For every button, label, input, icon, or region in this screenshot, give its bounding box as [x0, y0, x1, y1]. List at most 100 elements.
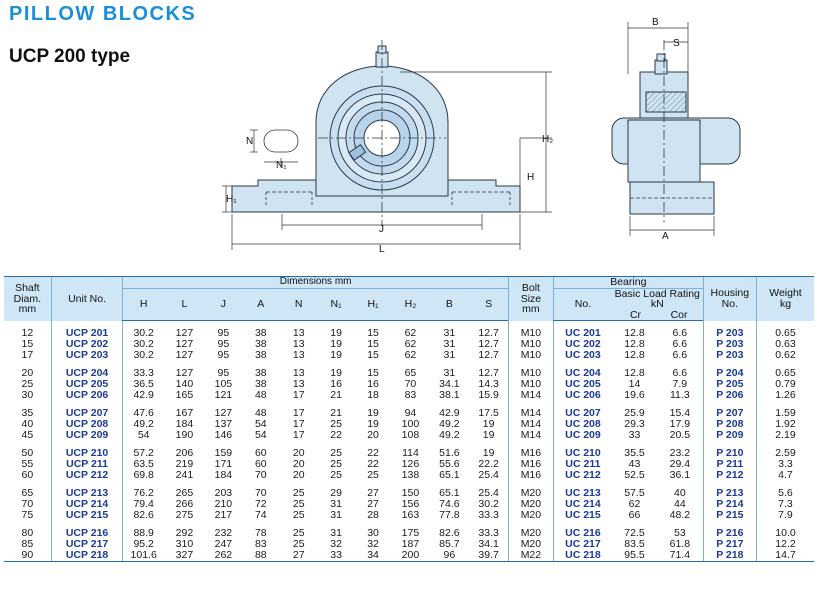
cell-n1: 16 [330, 378, 342, 391]
cell-weight: 0.62 [755, 350, 814, 361]
cell-a: 38 [254, 327, 267, 340]
cell-housing-no: P 211 [702, 459, 757, 470]
cell-l: 206 [175, 447, 194, 460]
cell-unit-no: UCP 215 [50, 510, 123, 521]
cell-unit-no: UCP 218 [50, 550, 123, 562]
cell-weight: 1.59 [755, 408, 814, 419]
group-spacer [4, 521, 814, 528]
cell-bearing-no: UC 207 [552, 408, 612, 419]
cell-shaft-diam: 50 [21, 447, 34, 460]
cell-n1: 25 [330, 418, 342, 431]
cell-cor: 17.9 [669, 418, 691, 431]
cell-s: 15.9 [478, 389, 499, 402]
cell-n: 20 [292, 447, 305, 460]
cell-cor: 11.3 [670, 389, 690, 402]
cell-h2: 62 [404, 327, 417, 340]
cell-b: 51.6 [439, 447, 460, 460]
cell-l: 165 [175, 389, 194, 402]
cell-housing-no: P 210 [702, 448, 757, 459]
cell-h: 88.9 [122, 528, 164, 539]
cell-h: 95.2 [122, 539, 164, 550]
cell-j: 127 [214, 407, 233, 420]
cell-j: 171 [214, 458, 233, 471]
front-view-details [263, 40, 511, 225]
header-dim-n1: N₁ [317, 288, 355, 321]
cell-h: 36.5 [122, 379, 164, 390]
cell-unit-no: UCP 212 [50, 470, 123, 481]
header-dim-h: H [122, 288, 164, 321]
cell-a: 48 [254, 407, 267, 420]
cell-unit-no: UCP 217 [50, 539, 123, 550]
cell-h2: 108 [401, 429, 420, 442]
cell-unit-no: UCP 216 [50, 528, 123, 539]
cell-n1: 19 [330, 349, 342, 362]
cell-h2: 175 [401, 527, 420, 540]
cell-cor: 48.2 [669, 509, 691, 522]
cell-bearing-no: UC 216 [552, 528, 612, 539]
cell-bearing-no: UC 205 [552, 379, 612, 390]
cell-bolt-size: M20 [507, 499, 554, 510]
cell-weight: 5.6 [755, 488, 814, 499]
cell-l: 241 [175, 469, 194, 482]
cell-n1: 33 [317, 550, 355, 562]
cell-cr: 62 [628, 498, 641, 511]
cell-unit-no: UCP 206 [50, 390, 123, 401]
cell-bolt-size: M14 [507, 390, 554, 401]
cell-weight: 10.0 [755, 528, 814, 539]
cell-housing-no: P 206 [702, 390, 757, 401]
cell-unit-no: UCP 205 [50, 379, 123, 390]
cell-bearing-no: UC 212 [552, 470, 612, 481]
cell-n1: 25 [330, 447, 342, 460]
cell-weight: 2.19 [755, 430, 814, 441]
cell-shaft-diam: 25 [21, 378, 34, 391]
cell-weight: 0.65 [755, 328, 814, 339]
cell-j: 105 [214, 378, 233, 391]
cell-cr: 19.6 [624, 389, 645, 402]
cell-h1: 30 [367, 527, 379, 540]
group-spacer [4, 401, 814, 408]
cell-shaft-diam: 65 [21, 487, 34, 500]
group-spacer [4, 361, 814, 368]
cell-housing-no: P 218 [702, 550, 757, 562]
cell-shaft-diam: 35 [21, 407, 34, 420]
cell-n: 17 [292, 418, 305, 431]
cell-bearing-no: UC 210 [552, 448, 612, 459]
cell-l: 127 [175, 367, 194, 380]
cell-h1: 22 [367, 447, 379, 460]
cell-weight: 3.3 [755, 459, 814, 470]
cell-b: 85.7 [439, 538, 460, 551]
cell-bearing-no: UC 209 [552, 430, 612, 441]
cell-a: 83 [254, 538, 267, 551]
cell-l: 310 [175, 538, 194, 551]
cell-housing-no: P 203 [702, 339, 757, 350]
cell-cr: 35.5 [624, 447, 645, 460]
cell-h1: 32 [367, 538, 379, 551]
cell-b: 74.6 [439, 498, 460, 511]
cell-housing-no: P 203 [702, 328, 757, 339]
cell-j: 146 [214, 429, 233, 442]
cell-n1: 22 [330, 429, 342, 442]
cell-l: 292 [175, 527, 194, 540]
cell-bolt-size: M10 [507, 350, 554, 361]
cell-h2: 62 [404, 349, 417, 362]
cell-n1: 19 [330, 327, 342, 340]
cell-weight: 7.3 [755, 499, 814, 510]
cell-cor: 6.6 [672, 327, 688, 340]
cell-h1: 15 [367, 327, 379, 340]
cell-shaft-diam: 85 [21, 538, 34, 551]
cell-h1: 27 [367, 487, 379, 500]
cell-shaft-diam: 55 [21, 458, 34, 471]
cell-h1: 15 [367, 349, 379, 362]
cell-l: 127 [175, 349, 194, 362]
group-spacer [4, 320, 814, 328]
front-dimensions [222, 71, 552, 250]
cell-b: 49.2 [439, 429, 460, 442]
cell-j: 95 [217, 327, 230, 340]
cell-unit-no: UCP 203 [50, 350, 123, 361]
